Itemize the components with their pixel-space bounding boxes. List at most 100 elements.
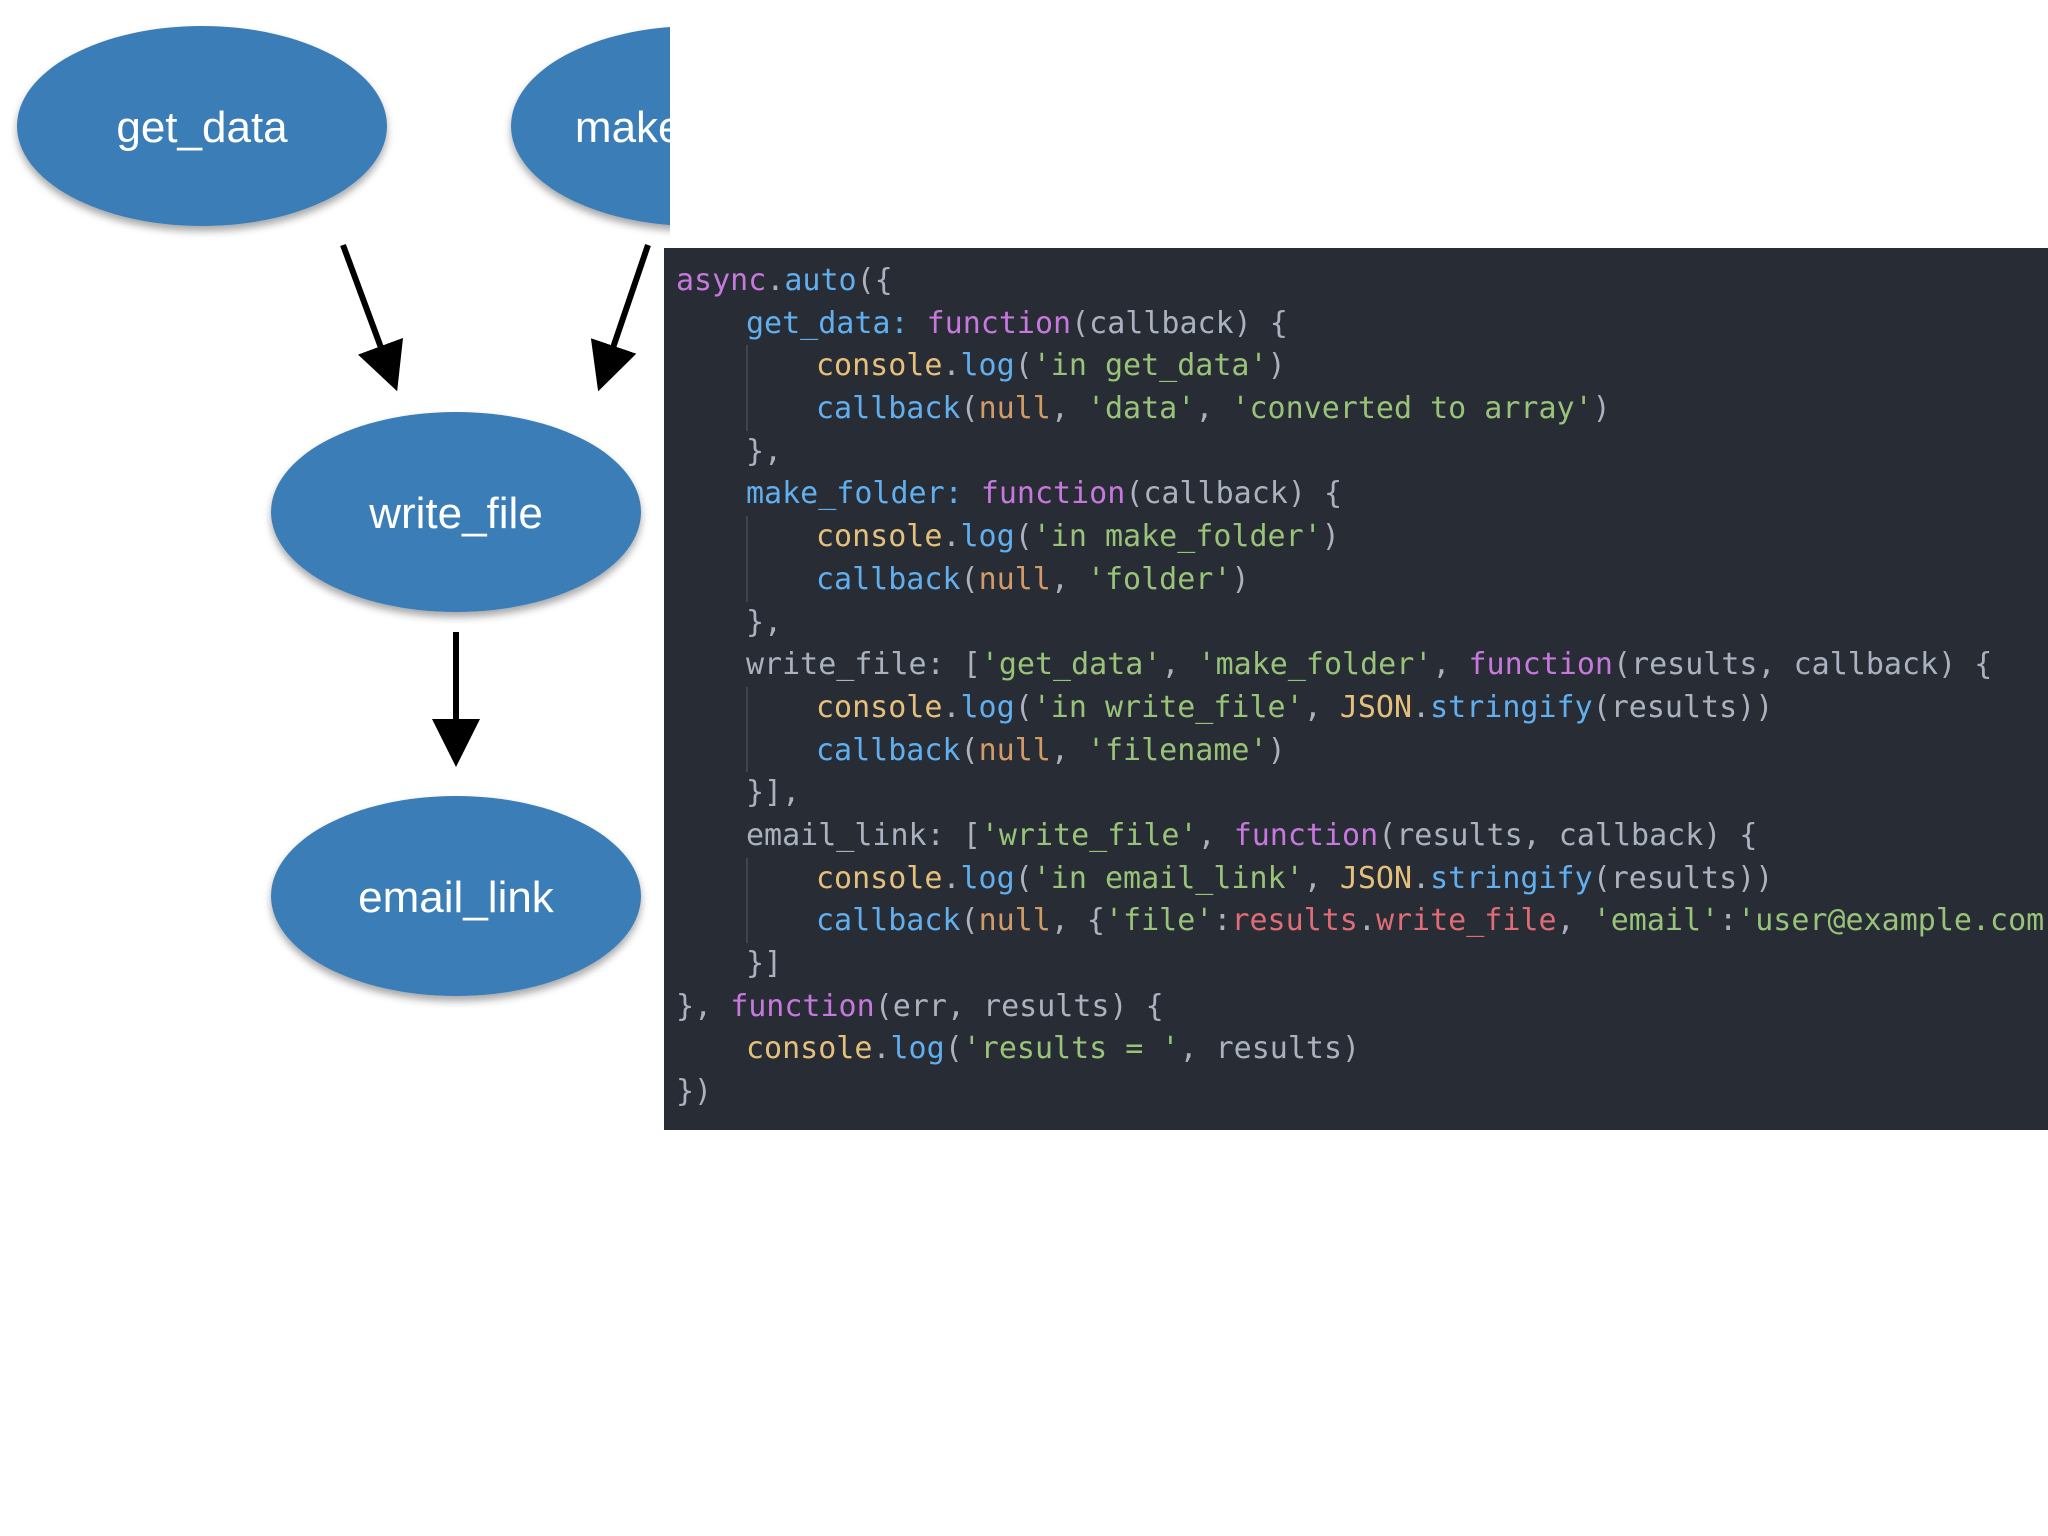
code-token: email_link: [ [746, 817, 981, 853]
code-token: (results, callback) { [1613, 647, 1993, 683]
code-token: . [872, 1031, 891, 1067]
code-token: (results)) [1592, 689, 1774, 725]
code-token: , [1303, 689, 1340, 725]
code-line: console.log('in write_file', JSON.string… [676, 686, 2048, 730]
code-token: auto [784, 263, 857, 298]
code-token: console [816, 860, 943, 896]
code-token: }, [746, 604, 783, 640]
code-token: callback [816, 732, 961, 768]
code-token: . [1357, 903, 1376, 939]
code-token: (err, results) { [874, 988, 1164, 1024]
indent-guide [746, 516, 816, 559]
code-line: callback(null, {'file':results.write_fil… [676, 900, 2048, 943]
code-line: console.log('in get_data') [676, 345, 2048, 389]
code-token: null [978, 561, 1051, 597]
code-token: ( [960, 732, 979, 768]
code-line: email_link: ['write_file', function(resu… [676, 815, 2048, 858]
code-token: 'in make_folder' [1032, 519, 1322, 555]
code-token: 'data' [1086, 391, 1196, 427]
indent-guide [746, 558, 816, 602]
code-token: ) [1231, 561, 1250, 597]
code-line: write_file: ['get_data', 'make_folder', … [676, 644, 2048, 687]
indent-guide [676, 772, 746, 815]
code-token: log [890, 1031, 945, 1067]
indent-guide [746, 900, 816, 943]
code-line: make_folder: function(callback) { [676, 473, 2048, 516]
code-line: console.log('in make_folder') [676, 516, 2048, 559]
code-line: console.log('in email_link', JSON.string… [676, 857, 2048, 901]
node-label-email-link: email_link [358, 873, 555, 922]
indent-guide [676, 303, 746, 346]
code-token: get_data: [746, 305, 909, 341]
indent-guide [746, 345, 816, 389]
code-token: write_file: [ [746, 647, 981, 683]
code-token: . [1412, 689, 1431, 725]
indent-guide [676, 431, 746, 474]
node-write-file: write_file [271, 412, 641, 612]
code-token: callback [816, 903, 961, 939]
code-token: function [730, 988, 875, 1024]
code-line: }] [676, 943, 2048, 986]
code-line: callback(null, 'folder') [676, 558, 2048, 602]
code-token: 'email' [1592, 903, 1720, 939]
code-token: ( [1014, 860, 1033, 896]
code-block: async.auto({get_data: function(callback)… [664, 248, 2048, 1114]
code-token: 'filename' [1086, 732, 1268, 768]
code-token: null [978, 391, 1051, 427]
code-token [963, 476, 981, 511]
code-line: }], [676, 772, 2048, 815]
node-label-write-file: write_file [368, 489, 543, 538]
code-token: 'converted to array' [1231, 391, 1593, 427]
code-line: async.auto({ [676, 260, 2048, 303]
code-token: 'in get_data' [1032, 348, 1268, 384]
code-token: 'write_file' [980, 817, 1198, 853]
code-token: 'file' [1105, 903, 1214, 939]
code-token: 'in email_link' [1032, 860, 1304, 896]
node-label-make-folder: make_folder [575, 103, 670, 152]
code-token: ) [1321, 519, 1340, 555]
code-token: console [816, 519, 943, 555]
code-token: 'make_folder' [1197, 647, 1433, 683]
code-line: callback(null, 'data', 'converted to arr… [676, 388, 2048, 431]
code-token: ) [1267, 348, 1286, 384]
code-token: ( [960, 903, 979, 939]
code-token: (results, callback) { [1378, 817, 1758, 853]
indent-guide [676, 602, 746, 645]
code-token: : [1719, 903, 1738, 939]
node-label-get-data: get_data [116, 103, 288, 152]
code-token: . [942, 689, 961, 725]
code-token: JSON [1339, 689, 1413, 725]
code-token: write_file [1375, 903, 1557, 939]
indent-guide [676, 900, 746, 943]
indent-guide [676, 943, 746, 986]
indent-guide [676, 345, 746, 388]
code-token: function [1233, 817, 1379, 853]
code-token: null [978, 903, 1051, 939]
code-token: console [816, 348, 943, 384]
code-token: 'results = ' [962, 1031, 1180, 1067]
indent-guide [676, 516, 746, 559]
code-token: ( [1014, 519, 1033, 555]
code-token: 'in write_file' [1032, 689, 1304, 725]
indent-guide [676, 730, 746, 773]
code-token: ( [944, 1031, 963, 1067]
code-token: 'folder' [1086, 561, 1232, 597]
code-token: function [926, 305, 1072, 341]
indent-guide [676, 388, 746, 431]
code-token: log [960, 860, 1015, 896]
code-token: . [1412, 860, 1431, 896]
code-token: ({ [856, 263, 893, 298]
code-token: , [1195, 391, 1232, 427]
node-get-data: get_data [17, 26, 387, 226]
code-line: }, [676, 431, 2048, 474]
code-token: , [1050, 391, 1087, 427]
indent-guide [676, 815, 746, 858]
indent-guide [676, 644, 746, 687]
code-token: : [1213, 903, 1232, 939]
code-token: , [1432, 647, 1469, 683]
code-token: }] [746, 946, 783, 981]
code-token: . [942, 860, 961, 896]
code-token: . [942, 348, 961, 384]
code-line: get_data: function(callback) { [676, 303, 2048, 346]
